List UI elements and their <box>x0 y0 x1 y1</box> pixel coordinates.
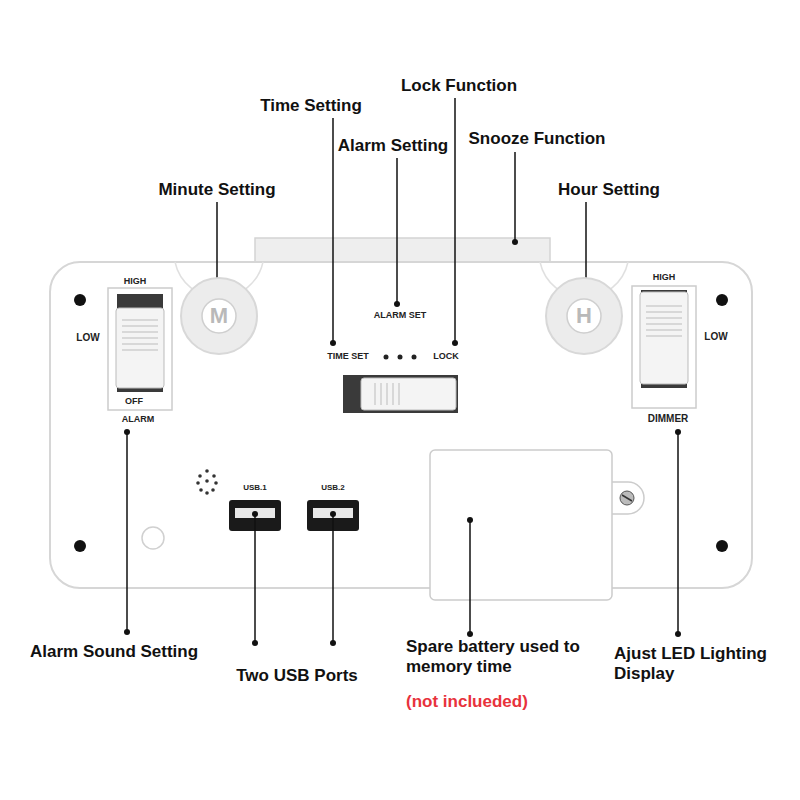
door-tab <box>612 482 644 514</box>
hour-button: H <box>544 276 624 356</box>
screw-hole <box>74 294 86 306</box>
leader-lines <box>127 98 678 643</box>
callout-label: Two USB Ports <box>236 666 358 686</box>
switch-slot <box>343 375 458 413</box>
button-letter: H <box>544 276 624 356</box>
clock-housing <box>50 262 752 588</box>
position-dot <box>398 355 403 360</box>
position-dot <box>412 355 417 360</box>
switch-knob <box>640 292 688 384</box>
screw-hole <box>716 294 728 306</box>
door-screw <box>620 491 634 505</box>
switch-marking: ALARM <box>122 414 155 425</box>
callout-label: Spare battery used to memory time <box>406 637 594 678</box>
callout-label: Alarm Setting <box>338 136 449 156</box>
callout-label: Ajust LED Lighting Display <box>614 644 792 685</box>
knob-grip <box>122 320 158 350</box>
door-screw <box>622 495 632 501</box>
switch-marking: LOCK <box>433 351 459 362</box>
knob-grip <box>375 383 399 405</box>
reset-button <box>142 527 164 549</box>
minute-button: M <box>179 276 259 356</box>
switch-marking: LOW <box>76 332 99 344</box>
port-marking: USB.1 <box>243 483 267 493</box>
knob-grip <box>646 306 682 336</box>
callout-label: Hour Setting <box>558 180 660 200</box>
button-letter: M <box>179 276 259 356</box>
switch-frame <box>632 286 696 408</box>
port-marking: USB.2 <box>321 483 345 493</box>
usb-tongue <box>313 508 353 518</box>
screw-hole <box>74 540 86 552</box>
switch-knob <box>361 378 456 410</box>
callout-label: Snooze Function <box>469 129 606 149</box>
battery-door <box>430 450 612 600</box>
switch-marking: TIME SET <box>327 351 369 362</box>
switch-frame <box>108 288 172 410</box>
speaker-holes <box>196 469 218 495</box>
usb-tongue <box>235 508 275 518</box>
screw-hole <box>716 540 728 552</box>
callout-label: Time Setting <box>260 96 362 116</box>
switch-slot <box>641 290 687 388</box>
switch-marking: ALARM SET <box>374 310 427 321</box>
switch-marking: OFF <box>125 396 143 407</box>
switch-knob <box>116 308 164 388</box>
callout-label: Alarm Sound Setting <box>30 642 198 662</box>
note-label: (not inclueded) <box>406 692 528 712</box>
switch-marking: LOW <box>704 331 727 343</box>
callout-label: Lock Function <box>401 76 517 96</box>
switch-marking: DIMMER <box>648 413 689 425</box>
leader-dots <box>124 239 681 646</box>
callout-label: Minute Setting <box>158 180 275 200</box>
position-dot <box>384 355 389 360</box>
switch-slot <box>117 294 163 392</box>
switch-marking: HIGH <box>124 276 147 287</box>
switch-marking: HIGH <box>653 272 676 283</box>
